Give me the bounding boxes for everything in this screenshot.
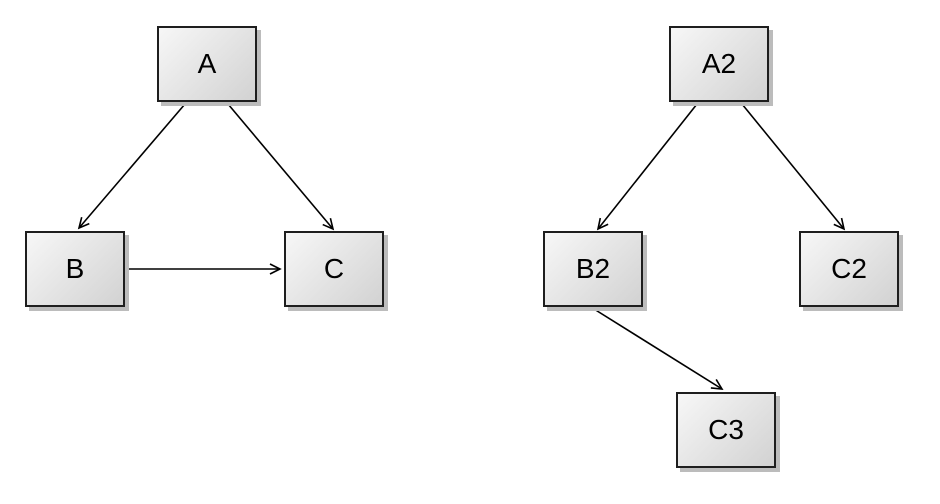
node-c-label: C [323,253,345,284]
edge-a2-to-b2-arrow [596,103,698,231]
node-a2-label: A2 [701,48,737,79]
node-a: A [157,26,257,102]
node-b2-label: B2 [575,253,611,284]
node-c2-label: C2 [831,253,867,284]
node-c: C [284,231,384,307]
node-c3-label: C3 [708,414,744,445]
node-a2: A2 [669,26,769,102]
node-b: B [25,231,125,307]
edge-a2-to-c2-arrow [741,103,846,231]
edge-b2-to-c3-arrow [593,308,724,390]
node-a-label: A [197,48,217,79]
node-c2: C2 [799,231,899,307]
edge-a-to-b-arrow [77,103,186,230]
node-c3: C3 [676,392,776,468]
node-b-label: B [65,253,85,284]
edge-a-to-c-arrow [227,103,335,231]
node-b2: B2 [543,231,643,307]
